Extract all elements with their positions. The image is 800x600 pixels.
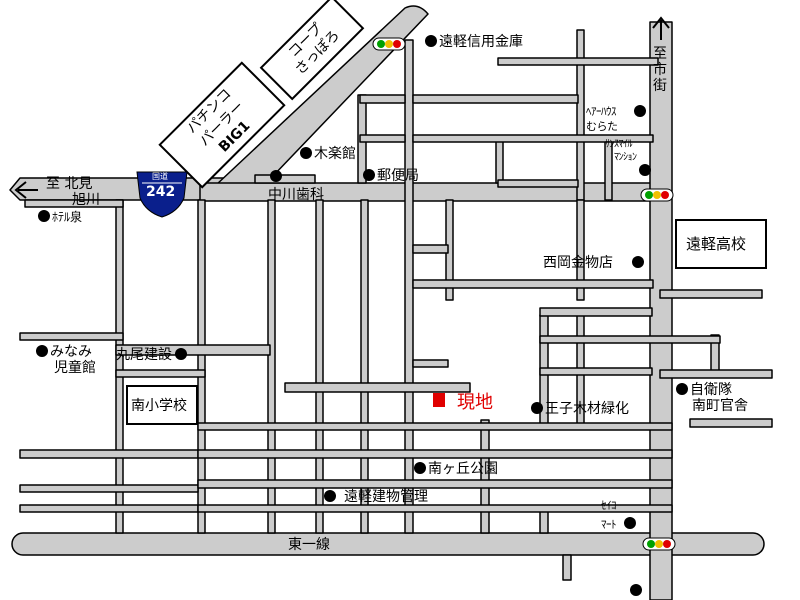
- poi-dot: [300, 147, 312, 159]
- poi-dot: [324, 490, 336, 502]
- poi-seico-line1: ｾｲｺｰ: [601, 499, 622, 512]
- poi-dots: [270, 105, 651, 596]
- poi-maruo: 丸尾建設: [116, 347, 189, 363]
- traffic-signal-south: [642, 537, 676, 551]
- poi-oji: 王子木材緑化: [531, 401, 629, 417]
- road-higashi-ichi: [11, 532, 765, 556]
- minami-shogakko-box: [126, 385, 198, 425]
- road-diagonal-242: [199, 5, 429, 201]
- road-label-higashi-ichi: 東一線: [288, 537, 330, 553]
- poi-minamigaoka: 南ヶ丘公園: [414, 461, 498, 477]
- poi-dot: [624, 517, 636, 529]
- poi-oji-text: 王子木材緑化: [545, 401, 629, 417]
- north-destination-label: 至市街: [653, 46, 667, 94]
- poi-engaru-shinyo-text: 遠軽信用金庫: [439, 34, 523, 50]
- west-arrow: [14, 181, 38, 199]
- poi-minamigaoka-text: 南ヶ丘公園: [428, 461, 498, 477]
- route-shield-number: 242: [146, 184, 176, 200]
- poi-hair-line2: むらた: [586, 120, 618, 133]
- poi-mokuraku-text: 木楽館: [314, 146, 356, 162]
- road-network: [9, 5, 773, 600]
- minami-shogakko-label: 南小学校: [131, 398, 187, 414]
- poi-yubinkyoku-text: 郵便局: [377, 168, 419, 184]
- poi-dot: [38, 210, 50, 222]
- engaru-koko-label: 遠軽高校: [686, 235, 747, 253]
- north-arrow: [652, 16, 670, 40]
- site-label: 現地: [457, 392, 493, 413]
- poi-dot: [425, 35, 437, 47]
- west-destination-line2: 旭川: [72, 192, 100, 208]
- poi-seico-line2-text: ﾏｰﾄ: [601, 518, 617, 531]
- poi-jieitai: 自衛隊: [676, 382, 732, 398]
- engaru-koko-box: [675, 219, 767, 269]
- poi-jieitai-line2-label: 南町官舎: [692, 398, 748, 414]
- traffic-signal-east: [640, 188, 674, 202]
- route-242-shield: [136, 171, 188, 218]
- west-destination-line1: 至 北見: [46, 176, 93, 192]
- poi-mokuraku: 木楽館: [300, 146, 356, 162]
- coop-sapporo-box: [259, 0, 365, 101]
- poi-dot: [676, 383, 688, 395]
- poi-engaru-shinyo: 遠軽信用金庫: [425, 34, 523, 50]
- poi-minami-line1: みなみ: [50, 344, 92, 360]
- traffic-signal-north: [372, 37, 406, 51]
- poi-engaru-tatemono-text: 遠軽建物管理: [344, 489, 428, 505]
- poi-maruo-text: 丸尾建設: [116, 347, 172, 363]
- route-shield-top: 国道: [152, 172, 168, 181]
- poi-dot: [414, 462, 426, 474]
- poi-hotel-izumi: ﾎﾃﾙ泉: [38, 210, 82, 225]
- poi-sunsmile-line2: ﾏﾝｼｮﾝ: [614, 152, 637, 163]
- poi-hotel-izumi-text: ﾎﾃﾙ泉: [52, 210, 83, 224]
- road-label-nakagawa: 中川歯科: [268, 187, 324, 203]
- poi-dot: [175, 348, 187, 360]
- poi-jieitai-line1: 自衛隊: [690, 382, 732, 398]
- poi-nishioka: 西岡金物店: [543, 255, 613, 271]
- pachinko-big1-box: [158, 61, 286, 189]
- poi-seico-line2: ﾏｰﾄ: [601, 517, 638, 532]
- poi-minami-jidokan: みなみ: [36, 344, 92, 360]
- poi-sunsmile-line1: ｻﾝｽﾏｲﾙ: [605, 139, 633, 150]
- site-marker: [433, 393, 445, 407]
- poi-hair-line1: ﾍｱｰﾊｳｽ: [586, 105, 617, 118]
- road-north-main: [649, 21, 673, 600]
- poi-engaru-tatemono: 遠軽建物管理: [324, 489, 428, 505]
- poi-dot: [363, 169, 375, 181]
- poi-minami-line2-label: 児童館: [54, 360, 96, 376]
- poi-yubinkyoku: 郵便局: [363, 168, 419, 184]
- poi-dot: [531, 402, 543, 414]
- poi-dot: [36, 345, 48, 357]
